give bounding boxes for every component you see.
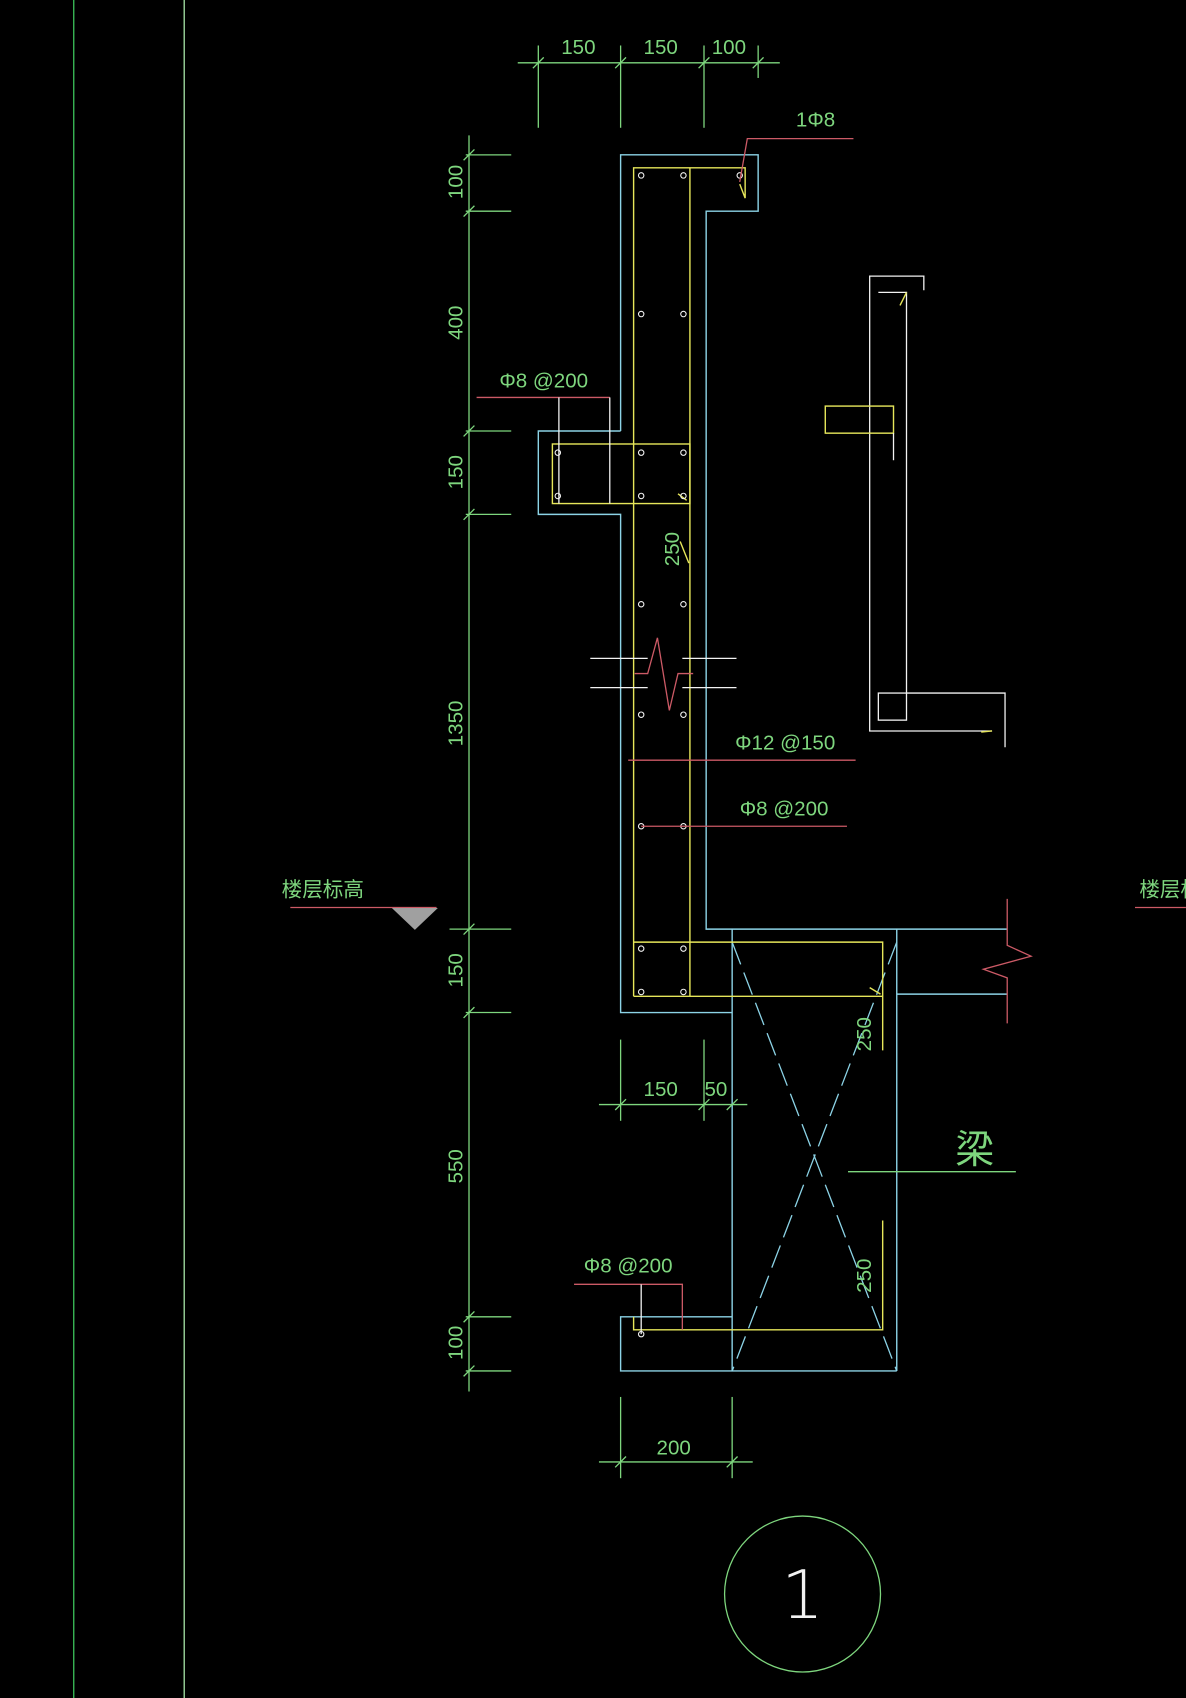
concrete-outline [537, 154, 1008, 1372]
rebar-dot [637, 988, 645, 996]
rebar-dot [680, 711, 687, 718]
dimension-text: 400 [445, 306, 468, 340]
dimension-tick [463, 1365, 475, 1377]
dimension-tick [463, 148, 475, 161]
beam-top-stirrup [633, 941, 884, 1051]
rebar-dot [736, 172, 743, 179]
bent-bar-stub [824, 405, 895, 434]
detail-number: 1 [781, 1556, 824, 1634]
rebar-label-top-bar: 1Φ8 [796, 109, 835, 132]
leader-lines [290, 137, 1186, 1335]
rebar-dot [680, 601, 687, 608]
corbel-stirrup [551, 443, 691, 505]
rebar-label-horizontal-bars: Φ8 @200 [740, 797, 829, 820]
bent-bar-hook [899, 292, 908, 306]
beam-section-cross [731, 941, 898, 1372]
dimension-tick [463, 508, 475, 521]
rebar-dots [554, 172, 743, 1338]
dimension-text: 100 [712, 36, 746, 59]
dimension-tick [726, 1098, 739, 1111]
floor-elevation-label-right: 楼层标 [1139, 879, 1186, 902]
rebar-dot [637, 172, 645, 179]
dimension-tick [614, 1098, 627, 1111]
dimension-tick [698, 1098, 710, 1111]
rebar-dot [637, 945, 645, 952]
anchor-mark [679, 541, 690, 564]
floor-elevation-label-left: 楼层标高 [282, 879, 364, 902]
bent-bar-outer [869, 275, 993, 732]
dimension-text: 50 [704, 1078, 727, 1101]
beam-label: 梁 [955, 1129, 994, 1172]
rebar-dot [637, 449, 645, 456]
detail-marker: 1 [723, 1515, 882, 1673]
parapet-outline [619, 154, 1008, 930]
dimension-text: 150 [445, 953, 468, 987]
dimension-text: 150 [644, 1078, 678, 1101]
bar-bending-detail [824, 275, 1006, 748]
rebar-label-corbel-stirrup: Φ8 @200 [499, 370, 588, 393]
bent-bar-corner [877, 692, 908, 721]
dimension-tick [463, 923, 475, 936]
dimension-tick [614, 56, 627, 69]
rebar-dot [637, 310, 645, 318]
rebar-dot [637, 601, 645, 608]
rebar-dot [637, 492, 645, 500]
dimension-text: 100 [445, 1326, 468, 1360]
wall-break-symbol [590, 637, 737, 711]
rebar-layout [551, 167, 884, 1331]
beam-bottom-bar [632, 1220, 884, 1331]
anchor-length-text: 250 [661, 532, 684, 566]
anchor-length-text: 250 [853, 1017, 876, 1051]
beam-bottom-outline [619, 1316, 897, 1372]
rebar-dot [637, 711, 645, 718]
corbel-hook [677, 493, 688, 501]
dimension-text: 200 [657, 1436, 691, 1459]
dimension-tick [463, 1006, 475, 1019]
beam-top-hook [869, 987, 881, 995]
rebar-dot [680, 988, 687, 996]
dimension-tick [463, 1310, 475, 1323]
dimension-tick [752, 56, 765, 69]
slab-break-symbol [981, 898, 1033, 1024]
dimension-text: 550 [445, 1149, 468, 1183]
bottom-wall-dimension-chain: 150 50 [598, 1039, 748, 1121]
left-dimension-chain: 100 400 150 1350 150 550 100 [445, 135, 512, 1392]
rebar-dot [680, 310, 687, 318]
bent-bar-end-hook [981, 730, 993, 733]
anchor-length-text: 250 [853, 1259, 876, 1293]
dimension-tick [698, 56, 710, 69]
rebar-dot [680, 172, 687, 179]
rebar-dot [554, 449, 562, 456]
top-dimension-chain: 150 150 100 [517, 36, 780, 128]
dimension-text: 150 [561, 36, 595, 59]
bottom-beam-dimension: 200 [598, 1396, 753, 1479]
corbel-outline [537, 430, 733, 1014]
dimension-tick [532, 56, 545, 69]
dimension-tick [726, 1456, 739, 1468]
leader-top-bar [739, 137, 854, 183]
rebar-dot [554, 492, 562, 500]
dimension-tick [614, 1456, 627, 1468]
leader-bottom-stirrup [574, 1283, 683, 1330]
bent-bar-inner [878, 291, 1006, 748]
dimension-text: 1350 [445, 701, 468, 747]
rebar-dot [680, 492, 687, 500]
rebar-label-vertical-bars: Φ12 @150 [735, 731, 835, 754]
rebar-label-bottom-stirrup: Φ8 @200 [584, 1254, 673, 1277]
elevation-triangle-icon [391, 908, 438, 930]
dimension-tick [463, 425, 475, 437]
dimension-tick [463, 205, 475, 218]
dimension-text: 100 [445, 165, 468, 199]
detail-circle [723, 1515, 882, 1673]
dimension-text: 150 [445, 455, 468, 489]
rebar-dot [680, 945, 687, 952]
rebar-dot [680, 449, 687, 456]
dimension-text: 150 [644, 36, 678, 59]
break-zigzag [634, 637, 694, 711]
